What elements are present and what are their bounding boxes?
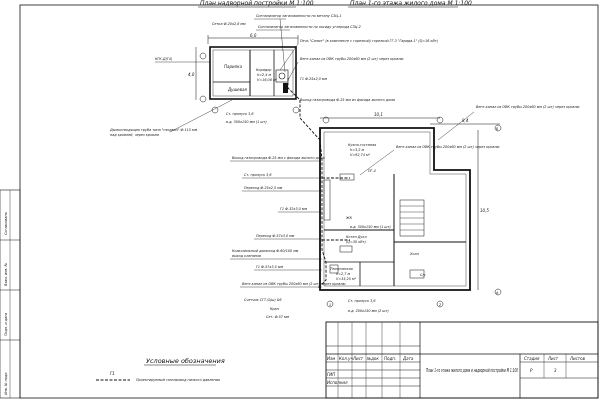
label-gas-exit: Выход газопровода Ф.25 мм с фасада жилог… [232, 156, 325, 160]
axis-B: Б [496, 127, 499, 131]
side-stamp: Согласовано Взам. инв. № Подп. и дата Ин… [0, 189, 21, 399]
legend-desc: Проектируемый газопровод низкого давлени… [136, 378, 220, 382]
label-house-chimney-note: выход клапанов [232, 254, 261, 258]
room-tech-v: V=35,25 м³ [336, 277, 357, 281]
stamp-col-stage: Стадия [524, 356, 540, 361]
stamp-header-date: Дата [402, 356, 414, 361]
label-chimney-note: над кровлей, через кровлю [110, 133, 159, 137]
side-stamp-inv: Инв. № подл. [4, 372, 8, 395]
house-dim-side: 10,5 [480, 208, 489, 213]
stamp-header-sign: Подп. [384, 356, 396, 361]
stamp-sheet: 3 [554, 368, 557, 373]
stamp-sheet-title: План 1-го этажа жилого дома и надворной … [426, 368, 518, 374]
side-stamp-replace: Взам. инв. № [4, 263, 8, 286]
label-intake: Ст. пропуск 3,6 [226, 112, 254, 116]
label-filter: Кран [270, 307, 280, 311]
label-vent: Вент.канал из ОВК трубы 200х60 мм (2 шт)… [300, 57, 404, 61]
room-wc: ЖК [345, 216, 353, 220]
drawing-frame [19, 4, 599, 399]
label-vent2: Вент.канал из ОВК трубы 200х60 мм (2 шт)… [242, 282, 346, 286]
outbuilding-dim-side: 4,0 [188, 72, 195, 77]
label-kgk: КГК-Д(Г4) [155, 57, 172, 61]
label-pipe2: Г1 Ф.57х3,5 мм [256, 265, 283, 269]
stairs [399, 199, 425, 237]
label-level: Переход Ф.25х2,5 мм [244, 186, 283, 190]
label-lamp: Сигнализатор загазованности по метану СЗ… [256, 14, 341, 18]
gas-pipe-outbuilding [287, 78, 321, 141]
label-house-stove: Переход Ф.57х3,0 мм [256, 234, 295, 238]
house-plan: 10,1 8,4 10,5 Кухня-гостиная h=3,2 [230, 105, 580, 319]
room-corridor-v: V=16,08 м³ [257, 78, 278, 82]
room-corridor-h: h=2,4 м [257, 73, 271, 77]
outbuilding-dim-top: 6,0 [250, 33, 257, 38]
label-shutoff: Сигнализатор загазованности по оксиду уг… [258, 25, 361, 29]
room-corridor: Коридор [256, 68, 271, 72]
room-wet: С/у [420, 273, 427, 277]
axis-A: А [495, 291, 499, 295]
room-tech: Техническая [330, 267, 353, 271]
side-stamp-sign: Подп. и дата [4, 313, 8, 336]
label-intake2: Ст. пропуск 3,6 [348, 299, 376, 303]
stamp-row-exec: Исполнил [327, 380, 348, 385]
room-kitchen: Кухня-гостиная [348, 143, 376, 147]
stamp-header-kol: Кол.уч [339, 356, 353, 361]
stamp-col-sheets: Листов [569, 356, 586, 361]
label-pl: ПГ-4 [368, 169, 376, 173]
label-house-vent-roof: Вент.канал из ОВК трубы 200х60 мм (2 шт)… [396, 145, 500, 149]
house-dim-top: 10,1 [374, 112, 383, 117]
stamp-header-doc: №док [366, 356, 379, 361]
legend-code: Г1 [110, 371, 115, 376]
room-kitchen-v: V=92,74 м³ [350, 153, 371, 157]
axis-1: 1 [329, 303, 331, 307]
room-boiler: Котел Дукл [346, 235, 367, 239]
room-washroom: Душевая [227, 87, 247, 92]
side-stamp-agreed: Согласовано [4, 212, 8, 235]
label-house-chimney: Коаксиальный дымоход Ф.60/100 мм [232, 249, 299, 253]
title-block: Изм Кол.уч Лист №док Подп. Дата ГИП Испо… [325, 321, 599, 399]
house-dim-right: 8,4 [462, 118, 469, 123]
label-meter: Счетчик СГТ-G(ш) G6 [244, 298, 282, 302]
legend: Условные обозначения Г1 Проектируемый га… [96, 357, 225, 382]
title-house: План 1-го этажа жилого дома М 1:100 [350, 0, 472, 7]
label-vent-roof-right: Вент.канал из ОВК трубы 200х60 мм (2 шт)… [476, 105, 580, 109]
stamp-row-gip: ГИП [327, 372, 335, 377]
room-boiler2: (Q=30 кВт) [346, 240, 366, 244]
outbuilding-plan: 6,0 4,0 Парилка Душевая Коридор h=2,4 м … [109, 14, 438, 141]
room-tech-h: h=2,7 м [336, 272, 350, 276]
room-banya: Парилка [224, 64, 243, 69]
room-hall: Холл [409, 252, 420, 256]
label-small-pipe: Сетка Ф.20х2,8 мм [212, 22, 246, 26]
stamp-stage: Р [530, 368, 533, 373]
label-stove: Печь "Салют" (в комплекте с горелкой) го… [300, 39, 438, 43]
axis-2: 2 [439, 303, 441, 307]
label-g1: Г1 Ф.32х3,0 мм [280, 207, 307, 211]
label-house-intake: Ст. пропуск 3,6 [244, 173, 272, 177]
label-valve: Сет. Ф.57 мм [266, 315, 290, 319]
stamp-header-izm: Изм [327, 356, 335, 361]
stamp-header-list: Лист [352, 356, 364, 361]
label-damper: в.д. 300х150 мм (1 шт) [350, 225, 391, 229]
room-kitchen-h: h=3,2 м [350, 148, 364, 152]
legend-title: Условные обозначения [146, 357, 225, 365]
title-outbuilding: План надворной постройки М 1:100 [200, 0, 314, 7]
label-chimney: Дымоотводящая труба типа "сэндвич" Ф.115… [109, 128, 198, 132]
stamp-col-sheet: Лист [547, 356, 559, 361]
label-damper2: в.д. 200х150 мм (2 шт) [348, 309, 389, 313]
label-pipe: Г1 Ф.25х2,0 мм [300, 77, 327, 81]
label-riser: Выход газопровода Ф.25 мм из фасада жило… [300, 98, 395, 102]
label-gril: в.д. 300х150 мм (1 шт) [226, 120, 267, 124]
